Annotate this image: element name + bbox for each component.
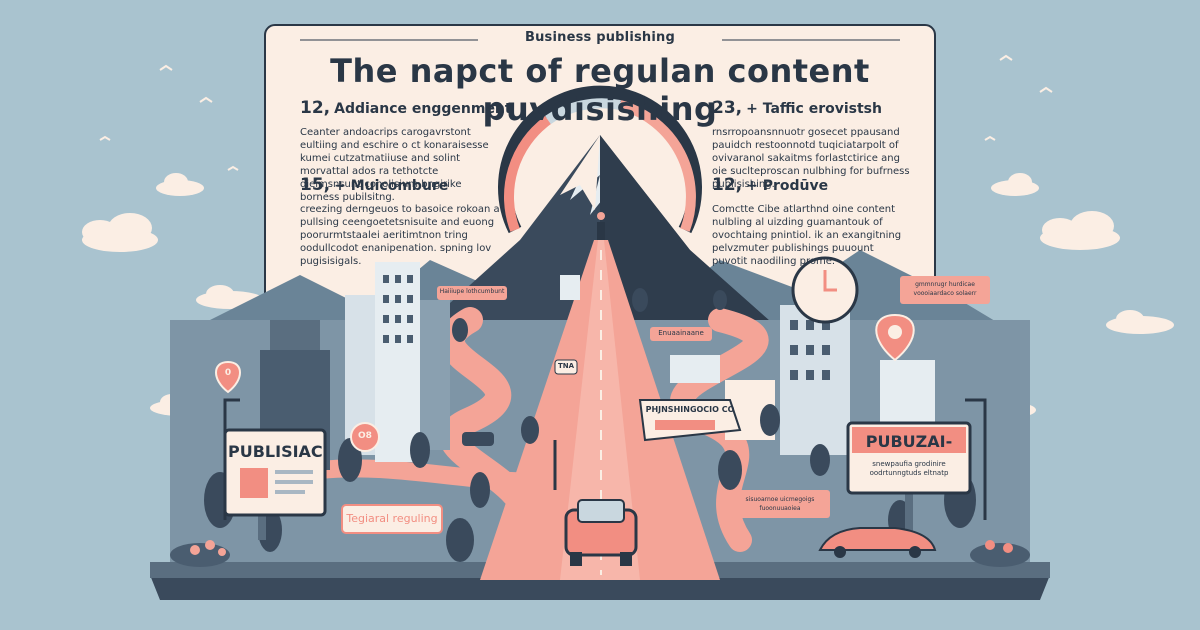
flower-bushes bbox=[170, 540, 1030, 567]
speech-bubble-text: TNA bbox=[557, 362, 575, 370]
billboard-icon bbox=[846, 421, 972, 540]
stat-label: + Prodūve bbox=[746, 178, 829, 194]
stat-body: Comctte Cibe atlarthnd oine content nulb… bbox=[712, 204, 902, 267]
climber-figure bbox=[597, 212, 605, 242]
label-center-text: Enuaainaane bbox=[658, 329, 704, 337]
billboard-icon bbox=[223, 428, 327, 540]
tree-icon bbox=[446, 518, 474, 562]
bird-icon bbox=[199, 96, 213, 103]
label-plaque-bottom-right bbox=[730, 490, 830, 518]
pin-road-text: O8 bbox=[358, 431, 372, 441]
bird-icon bbox=[984, 135, 996, 141]
page-title: The napct of regulan content puvdisishin… bbox=[330, 52, 870, 128]
car-icon bbox=[462, 432, 494, 446]
stat-body: creezing derngeuos to basoice rokoan a p… bbox=[300, 204, 500, 267]
cloud-icon bbox=[1040, 211, 1120, 250]
bird-icon bbox=[99, 135, 111, 141]
stat-body: rnsrropoansnnuotr gosecet ppausand pauid… bbox=[712, 127, 910, 190]
stat-number: 15, bbox=[300, 175, 331, 195]
stat-block: 23,+ Taffic erovistsh rnsrropoansnnuotr … bbox=[712, 98, 912, 191]
kicker: Business publishing bbox=[524, 30, 676, 45]
bird-icon bbox=[159, 64, 173, 71]
cloud-icon bbox=[156, 173, 204, 196]
right-billboard-text: PUBUZAI- bbox=[865, 432, 953, 451]
tree-icon bbox=[713, 290, 727, 310]
stat-label: + Taffic erovistsh bbox=[746, 101, 882, 117]
bird-icon bbox=[1039, 86, 1053, 93]
stat-block: 12,+ Prodūve Comctte Cibe atlarthnd oine… bbox=[712, 175, 912, 268]
label-plaque-right bbox=[900, 276, 990, 304]
banner-left-text: Tegiaral reguling bbox=[346, 512, 438, 525]
bird-icon bbox=[227, 165, 239, 171]
label-mountain-text: Haiiiupe lothcumbunt bbox=[439, 288, 505, 295]
tree-icon bbox=[760, 404, 780, 436]
building-icon bbox=[560, 275, 580, 300]
stat-number: 12, bbox=[300, 98, 331, 118]
cloud-icon bbox=[1106, 310, 1174, 334]
clock-sign-icon bbox=[791, 256, 859, 324]
building-icon bbox=[670, 355, 720, 383]
tree-icon bbox=[452, 318, 468, 342]
billboard-icon bbox=[638, 399, 742, 442]
tree-icon bbox=[470, 472, 490, 508]
stat-number: 23, bbox=[712, 98, 743, 118]
stat-label: Addiance enggenment bbox=[334, 101, 512, 117]
tree-icon bbox=[810, 444, 830, 476]
right-billboard-subtext: snewpaufia grodinire oodrtunngtuds eltna… bbox=[869, 460, 949, 477]
gauge-icon bbox=[498, 85, 702, 234]
main-road bbox=[480, 240, 720, 580]
stat-body: Ceanter andoacrips carogavrstont eultiin… bbox=[300, 127, 489, 203]
stat-label: + Muicombure bbox=[334, 178, 449, 194]
building-icon bbox=[375, 262, 420, 462]
label-plaque-center bbox=[650, 327, 712, 341]
stat-block: 15,+ Muicombure creezing derngeuos to ba… bbox=[300, 175, 500, 268]
tree-icon bbox=[521, 416, 539, 444]
left-billboard-text: PUBLISIAC bbox=[228, 442, 323, 461]
stat-block: 12,Addiance enggenment Ceanter andoacrip… bbox=[300, 98, 512, 204]
tree-icon bbox=[410, 432, 430, 468]
building-icon bbox=[420, 300, 450, 450]
stat-number: 12, bbox=[712, 175, 743, 195]
speech-bubble bbox=[554, 359, 578, 375]
label-right-text: gmmnrugr hurdicae voooiaardaco solaerr bbox=[913, 281, 977, 297]
cloud-icon bbox=[82, 213, 158, 252]
pin-left-text: 0 bbox=[224, 368, 232, 378]
label-bottom-right-text: sisuoarnoe uicmegoigs fuoonuuaoiea bbox=[745, 496, 815, 512]
car-icon bbox=[818, 527, 937, 558]
center-billboard-text: PHJNSHINGOCIO CO bbox=[645, 405, 735, 414]
birds bbox=[99, 54, 1053, 171]
cloud-icon bbox=[991, 173, 1039, 196]
banner-left bbox=[341, 504, 443, 534]
location-pin-icon bbox=[875, 313, 915, 362]
label-plaque-mountain bbox=[437, 286, 507, 300]
location-pin-icon bbox=[350, 422, 380, 452]
platform-base bbox=[150, 575, 1050, 600]
tree-icon bbox=[718, 450, 742, 490]
location-pin-icon bbox=[215, 360, 241, 394]
bird-icon bbox=[999, 54, 1013, 61]
tree-icon bbox=[632, 288, 648, 312]
car-icon bbox=[564, 499, 638, 566]
